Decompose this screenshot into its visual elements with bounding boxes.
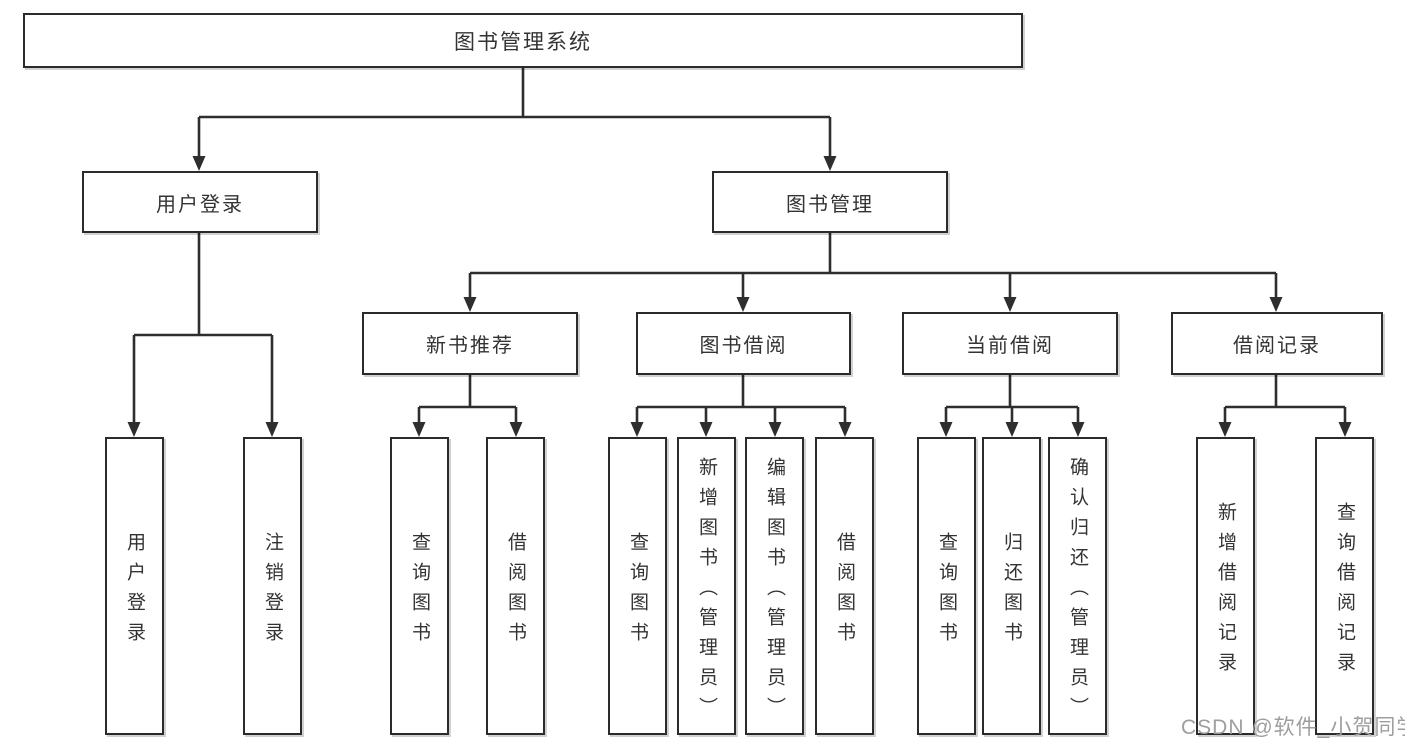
leaf-borrow-add-books-admin: 新增图书（管理员） <box>677 437 736 735</box>
leaf-records-query-record-label: 查询借阅记录 <box>1334 501 1355 682</box>
node-new-book-recommend-label: 新书推荐 <box>426 335 514 357</box>
node-book-borrowing-label: 图书借阅 <box>699 335 788 357</box>
node-user-login-module-label: 用户登录 <box>156 193 244 216</box>
leaf-recommend-query-books: 查询图书 <box>390 437 449 735</box>
node-current-borrowing: 当前借阅 <box>902 312 1118 375</box>
leaf-user-login: 用户登录 <box>105 437 164 735</box>
leaf-current-confirm-return-admin-label: 确认归还（管理员） <box>1067 456 1088 727</box>
leaf-records-add-record: 新增借阅记录 <box>1196 437 1255 735</box>
node-root-system-label: 图书管理系统 <box>454 30 592 54</box>
leaf-logout: 注销登录 <box>243 437 302 735</box>
leaf-borrow-query-books-label: 查询图书 <box>627 531 648 652</box>
leaf-borrow-edit-books-admin-label: 编辑图书（管理员） <box>764 456 785 727</box>
leaf-current-query-books-label: 查询图书 <box>936 531 957 652</box>
leaf-logout-label: 注销登录 <box>262 531 283 652</box>
node-root-system: 图书管理系统 <box>23 13 1023 68</box>
leaf-current-return-books: 归还图书 <box>982 437 1041 735</box>
node-book-management-module: 图书管理 <box>712 171 948 233</box>
leaf-user-login-label: 用户登录 <box>124 531 145 652</box>
node-borrowing-records-label: 借阅记录 <box>1233 335 1321 357</box>
leaf-recommend-borrow-books: 借阅图书 <box>486 437 545 735</box>
leaf-borrow-add-books-admin-label: 新增图书（管理员） <box>696 456 717 727</box>
leaf-borrow-borrow-books: 借阅图书 <box>815 437 874 735</box>
leaf-borrow-query-books: 查询图书 <box>608 437 667 735</box>
leaf-current-query-books: 查询图书 <box>917 437 976 735</box>
leaf-recommend-borrow-books-label: 借阅图书 <box>505 531 526 652</box>
node-user-login-module: 用户登录 <box>82 171 318 233</box>
leaf-recommend-query-books-label: 查询图书 <box>409 531 430 652</box>
node-book-management-module-label: 图书管理 <box>786 193 874 216</box>
csdn-watermark: CSDN @软件_小贺同学 <box>1181 716 1405 739</box>
leaf-current-confirm-return-admin: 确认归还（管理员） <box>1048 437 1107 735</box>
leaf-current-return-books-label: 归还图书 <box>1001 531 1022 652</box>
node-new-book-recommend: 新书推荐 <box>362 312 578 375</box>
leaf-borrow-borrow-books-label: 借阅图书 <box>834 531 855 652</box>
leaf-records-query-record: 查询借阅记录 <box>1315 437 1374 735</box>
node-current-borrowing-label: 当前借阅 <box>966 335 1054 357</box>
node-book-borrowing: 图书借阅 <box>636 312 851 375</box>
leaf-records-add-record-label: 新增借阅记录 <box>1215 501 1236 682</box>
node-borrowing-records: 借阅记录 <box>1171 312 1383 375</box>
leaf-borrow-edit-books-admin: 编辑图书（管理员） <box>745 437 804 735</box>
